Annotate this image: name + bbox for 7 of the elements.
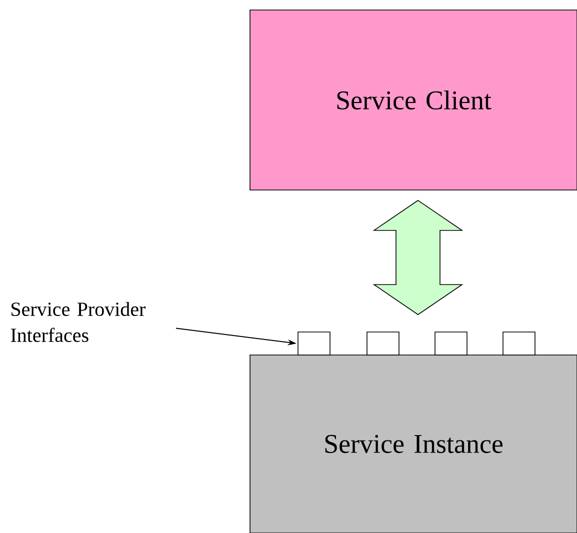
interface-box xyxy=(502,332,536,356)
interface-box xyxy=(434,332,468,356)
callout-text: Service Provider Interfaces xyxy=(10,302,146,342)
process-box: Service Client xyxy=(250,10,577,190)
interface-box xyxy=(298,332,330,356)
interface-box xyxy=(366,332,400,356)
process-box: Service Instance xyxy=(250,354,577,533)
